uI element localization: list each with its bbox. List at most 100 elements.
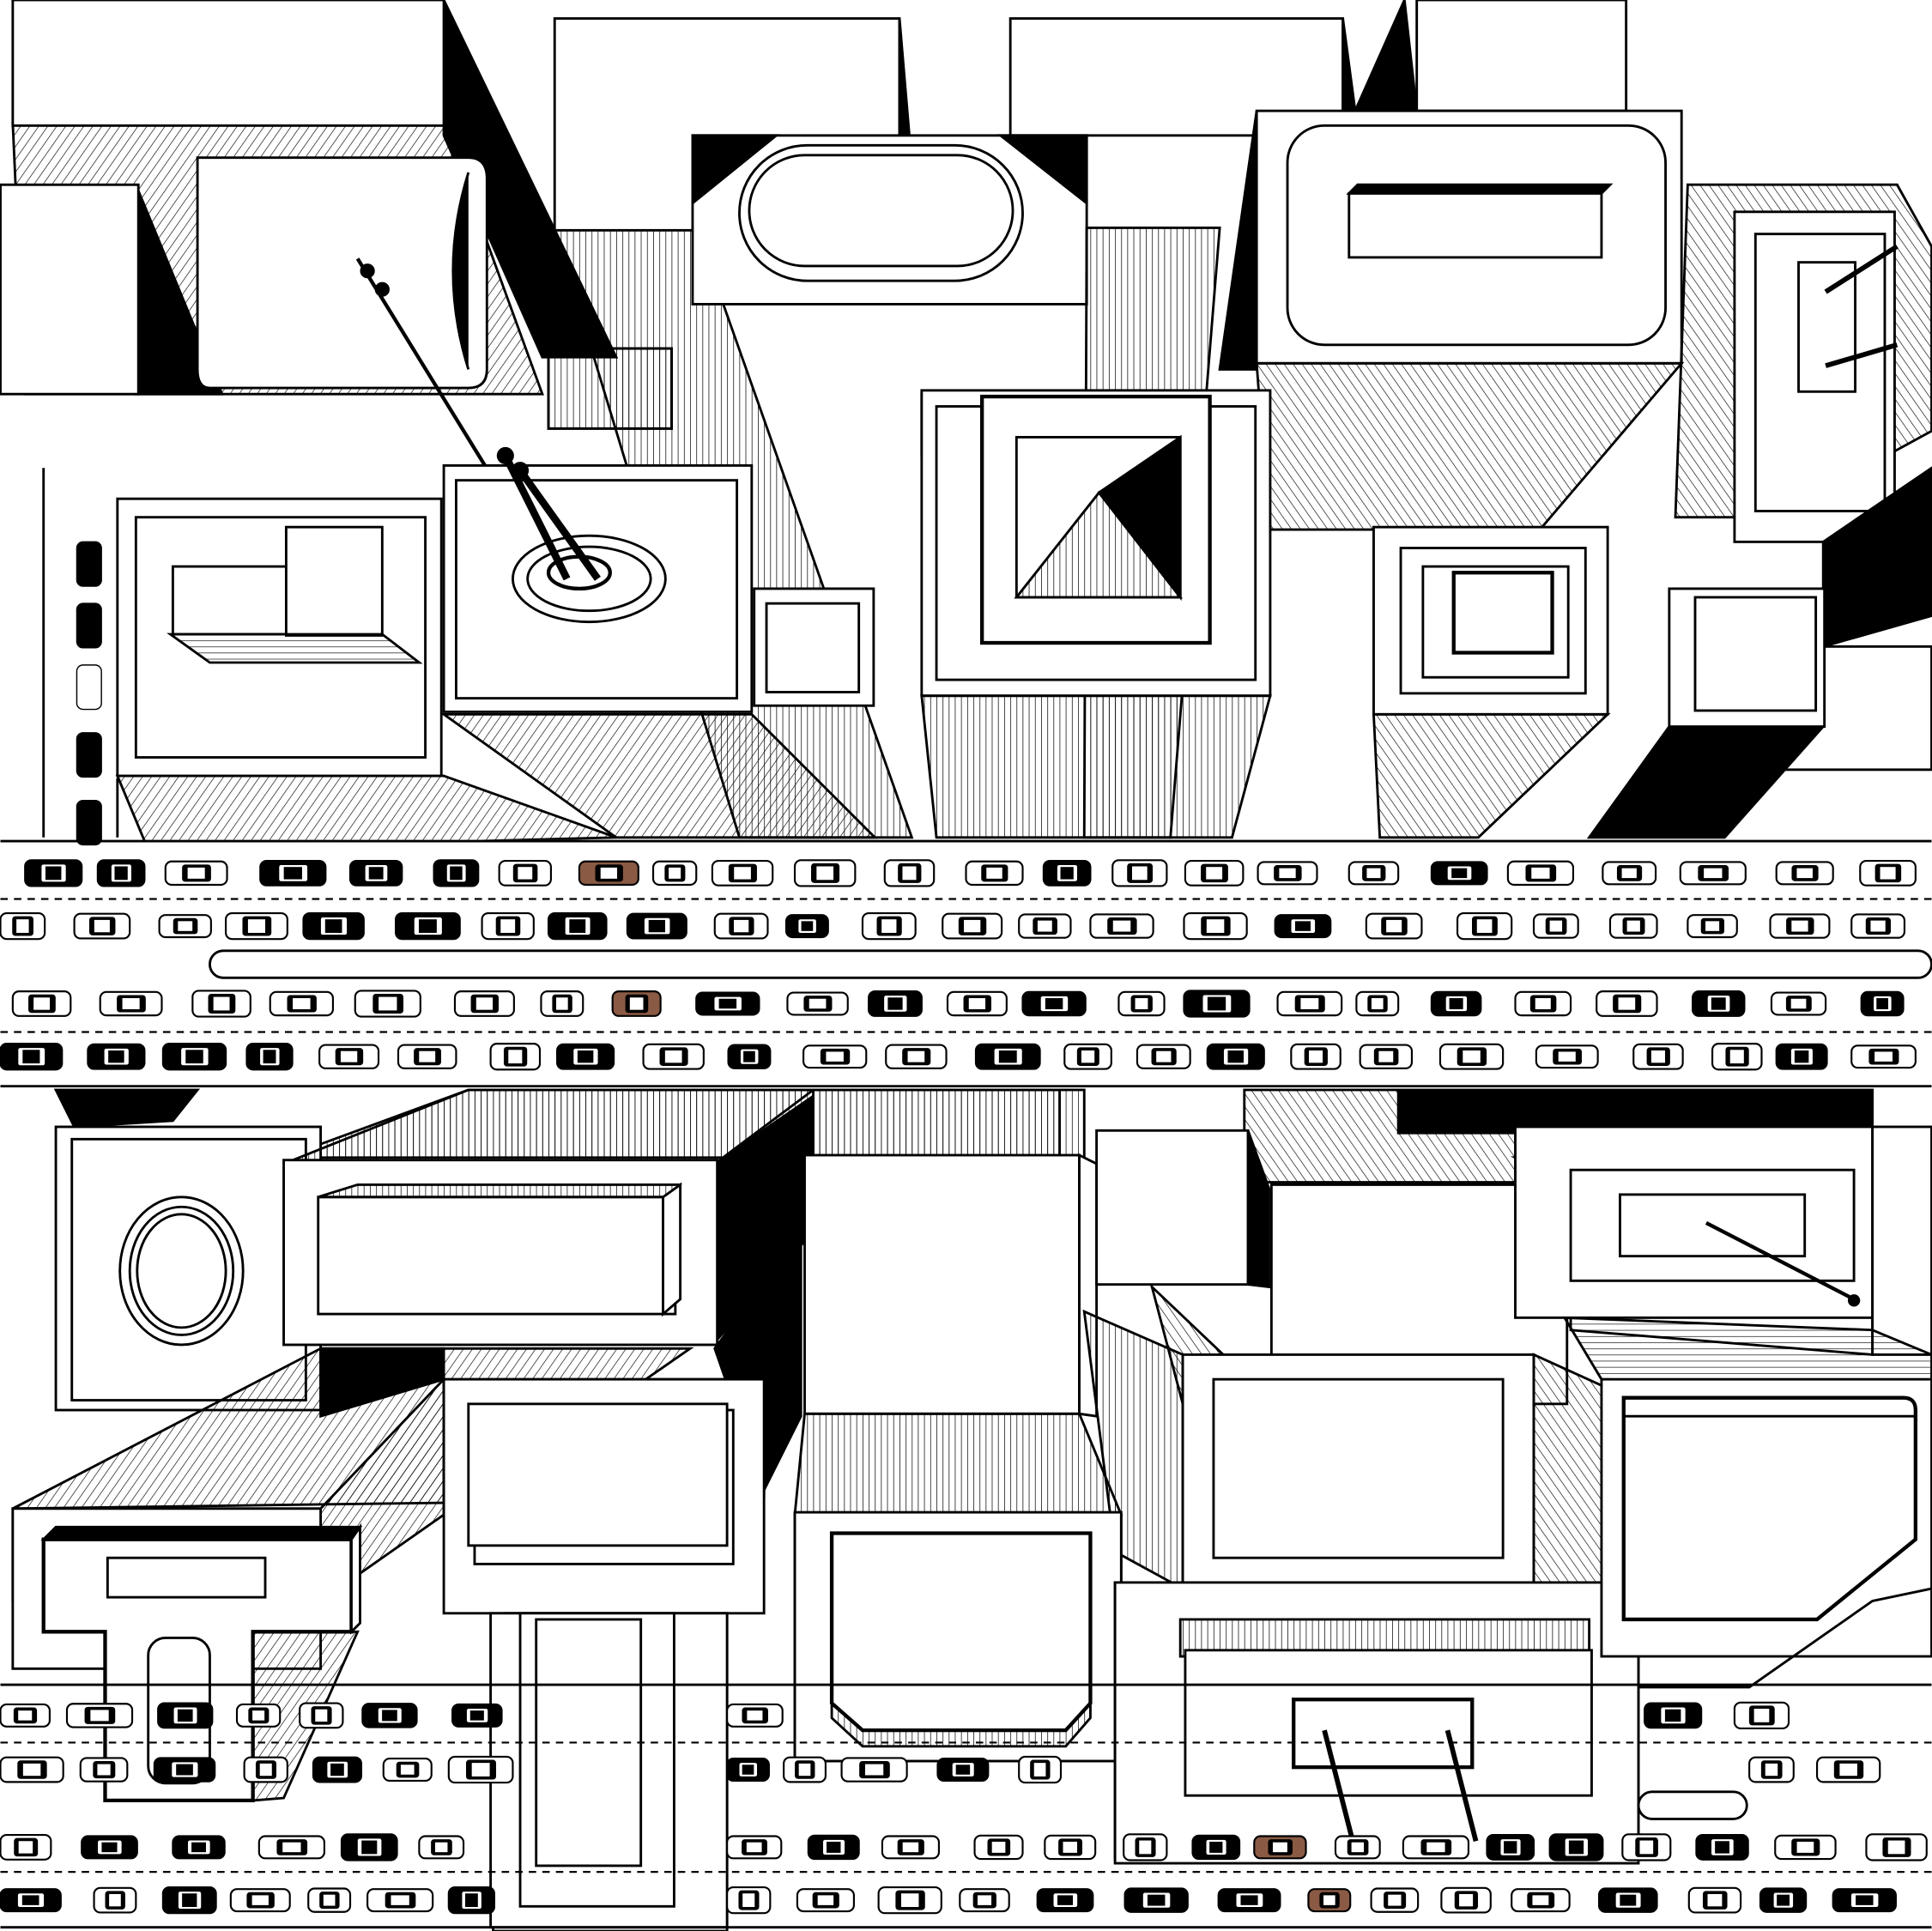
car-icon (76, 541, 102, 587)
car-icon (1535, 1044, 1599, 1069)
car-icon (793, 859, 857, 887)
car-icon (547, 911, 608, 941)
car-icon (1759, 1887, 1808, 1913)
car-icon (1370, 1887, 1420, 1913)
car-icon (269, 990, 335, 1017)
car-icon (1430, 861, 1488, 886)
car-icon (257, 1835, 325, 1860)
car-icon (1063, 1043, 1112, 1070)
car-icon (1290, 1043, 1341, 1070)
car-icon (1679, 861, 1747, 886)
car-icon (172, 1835, 226, 1860)
car-icon (695, 991, 760, 1016)
car-icon (1774, 1834, 1837, 1861)
car-icon (433, 859, 480, 887)
car-icon (1695, 1833, 1749, 1861)
car-icon (164, 860, 228, 887)
car-icon (229, 1888, 291, 1913)
car-icon (99, 990, 163, 1017)
car-icon (1036, 1888, 1094, 1913)
car-icon (726, 1758, 770, 1783)
car-icon (726, 1703, 784, 1728)
car-icon (642, 1043, 705, 1070)
car-icon (0, 911, 46, 941)
car-icon (340, 1833, 398, 1861)
car-icon (76, 799, 102, 846)
car-icon (1687, 914, 1738, 939)
car-icon (76, 732, 102, 778)
car-icon (361, 1703, 418, 1728)
car-icon (225, 911, 288, 941)
car-icon (783, 1756, 827, 1783)
car-icon (1307, 1888, 1352, 1913)
car-icon (1860, 990, 1905, 1017)
car-icon (1183, 911, 1248, 941)
car-icon (153, 1757, 216, 1783)
car-icon (447, 1886, 495, 1915)
car-icon (1644, 1702, 1703, 1729)
car-icon (861, 911, 917, 941)
car-icon (1430, 990, 1482, 1017)
car-icon (259, 859, 327, 887)
car-icon (0, 1756, 64, 1783)
car-icon (73, 912, 131, 940)
car-icon (840, 1757, 908, 1783)
traffic-lower (0, 1701, 1928, 1915)
car-icon (11, 990, 72, 1017)
car-icon (1602, 861, 1657, 886)
car-icon (451, 1703, 503, 1728)
car-icon (1692, 990, 1746, 1017)
car-icon (784, 914, 829, 939)
car-icon (611, 990, 662, 1017)
car-icon (883, 859, 936, 887)
car-icon (24, 859, 83, 887)
car-icon (65, 1703, 134, 1728)
car-icon (1365, 912, 1423, 940)
lower-avenue (0, 1683, 1932, 1929)
car-icon (1748, 1756, 1795, 1783)
car-icon (87, 1043, 146, 1070)
car-icon (161, 1886, 217, 1915)
car-icon (973, 1834, 1024, 1861)
car-icon (76, 664, 102, 711)
car-icon (397, 1044, 457, 1069)
car-icon (1257, 861, 1318, 886)
car-icon (1206, 1043, 1265, 1070)
car-icon (959, 1888, 1010, 1913)
car-icon (307, 1887, 352, 1913)
car-icon (418, 1835, 465, 1860)
car-icon (802, 1044, 868, 1069)
car-icon (1183, 990, 1251, 1018)
car-icon (157, 1702, 214, 1729)
car-icon (395, 911, 461, 941)
car-icon (0, 1888, 62, 1913)
car-icon (481, 911, 535, 941)
car-icon (243, 1756, 288, 1783)
car-icon (965, 860, 1024, 887)
car-icon (1440, 1886, 1492, 1914)
car-icon (1355, 990, 1400, 1017)
car-icon (1456, 911, 1513, 941)
car-icon (877, 1886, 942, 1915)
upper-district (0, 0, 1932, 851)
car-icon (540, 990, 584, 1017)
car-icon (1018, 913, 1072, 939)
car-icon (796, 1888, 855, 1913)
car-icon (498, 859, 552, 887)
car-icon (245, 1043, 294, 1071)
car-icon (1334, 1835, 1381, 1860)
car-icon (1608, 913, 1658, 939)
car-icon (868, 990, 923, 1017)
car-icon (651, 860, 698, 887)
car-icon (1111, 859, 1168, 887)
car-icon (1514, 990, 1572, 1017)
car-icon (1597, 1887, 1658, 1913)
car-icon (1217, 1888, 1281, 1913)
car-icon (807, 1834, 860, 1861)
car-icon (1769, 913, 1831, 939)
car-icon (1486, 1833, 1535, 1861)
rooftop-panel (196, 156, 488, 390)
car-icon (1123, 1887, 1189, 1913)
car-icon (936, 1758, 990, 1783)
car-icon (1775, 861, 1834, 886)
